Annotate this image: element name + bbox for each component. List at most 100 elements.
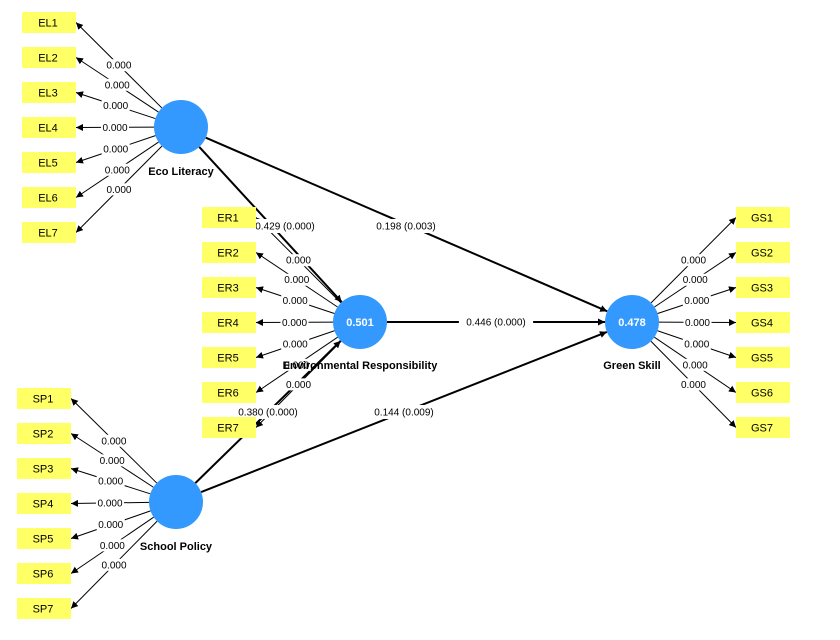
indicator-label-gs1: GS1	[751, 213, 773, 225]
indicator-box-er5[interactable]	[202, 347, 256, 368]
loading-label-el5: 0.000	[103, 145, 128, 156]
indicator-box-gs5[interactable]	[736, 347, 790, 368]
loading-label-bg	[101, 121, 130, 134]
construct-node-environmental-responsibility[interactable]	[333, 295, 387, 349]
indicator-box-gs1[interactable]	[736, 207, 790, 228]
loading-label-bg	[96, 475, 125, 488]
loading-label-el7: 0.000	[106, 185, 131, 196]
indicator-box-er2[interactable]	[202, 242, 256, 263]
construct-node-green-skill[interactable]	[605, 295, 659, 349]
path-coefficient-er-to-gs: 0.446 (0.000)	[466, 318, 526, 329]
loading-label-el1: 0.000	[106, 61, 131, 72]
loading-label-gs6: 0.000	[683, 360, 708, 371]
indicator-label-el5: EL5	[38, 158, 58, 170]
indicator-label-gs4: GS4	[751, 318, 773, 330]
loading-label-bg	[679, 378, 708, 391]
loading-label-sp1: 0.000	[101, 436, 126, 447]
indicator-box-el2[interactable]	[22, 47, 76, 68]
indicator-label-er3: ER3	[217, 283, 238, 295]
indicator-label-gs2: GS2	[751, 248, 773, 260]
indicator-label-sp4: SP4	[33, 499, 54, 511]
nodes-layer: EL1EL2EL3EL4EL5EL6EL7ER1ER2ER3ER4ER5ER6E…	[17, 12, 790, 619]
indicator-label-sp3: SP3	[33, 464, 54, 476]
loading-label-sp5: 0.000	[98, 520, 123, 531]
indicator-box-er6[interactable]	[202, 382, 256, 403]
loading-label-gs4: 0.000	[685, 318, 710, 329]
indicator-box-sp4[interactable]	[17, 493, 71, 514]
indicator-label-el1: EL1	[38, 18, 58, 30]
loading-label-gs5: 0.000	[684, 340, 709, 351]
loading-label-sp3: 0.000	[98, 477, 123, 488]
loading-label-bg	[101, 143, 130, 156]
indicator-box-er1[interactable]	[202, 207, 256, 228]
loading-label-gs3: 0.000	[684, 296, 709, 307]
indicator-box-gs3[interactable]	[736, 277, 790, 298]
indicator-label-er6: ER6	[217, 388, 238, 400]
loading-label-bg	[101, 99, 130, 112]
loading-label-er6: 0.000	[284, 360, 309, 371]
path-coefficient-sp-to-gs: 0.144 (0.009)	[374, 408, 434, 419]
construct-node-school-policy[interactable]	[149, 475, 203, 529]
indicator-box-gs7[interactable]	[736, 417, 790, 438]
loading-label-bg	[284, 254, 313, 267]
loading-label-bg	[284, 378, 313, 391]
construct-r2-green-skill: 0.478	[618, 317, 646, 329]
loading-label-bg	[281, 338, 310, 351]
indicator-box-el1[interactable]	[22, 12, 76, 33]
indicator-label-er4: ER4	[217, 318, 238, 330]
indicator-box-sp5[interactable]	[17, 528, 71, 549]
loading-label-bg	[281, 294, 310, 307]
loading-label-er7: 0.000	[286, 380, 311, 391]
loading-label-el3: 0.000	[103, 101, 128, 112]
loading-label-bg	[104, 183, 133, 196]
path-label-bg	[366, 405, 442, 419]
loading-label-gs1: 0.000	[681, 256, 706, 267]
loading-label-er5: 0.000	[283, 340, 308, 351]
indicator-box-el6[interactable]	[22, 187, 76, 208]
indicator-box-sp2[interactable]	[17, 423, 71, 444]
construct-name-eco-literacy: Eco Literacy	[148, 166, 214, 178]
loading-label-bg	[679, 254, 708, 267]
indicator-label-er2: ER2	[217, 248, 238, 260]
indicator-label-gs5: GS5	[751, 353, 773, 365]
indicator-box-sp7[interactable]	[17, 598, 71, 619]
path-label-bg	[458, 315, 534, 329]
loading-label-bg	[282, 358, 311, 371]
loading-label-sp7: 0.000	[102, 560, 127, 571]
indicator-box-sp1[interactable]	[17, 388, 71, 409]
indicator-label-gs7: GS7	[751, 423, 773, 435]
loading-label-sp2: 0.000	[100, 456, 125, 467]
loading-label-sp6: 0.000	[100, 541, 125, 552]
indicator-box-er7[interactable]	[202, 417, 256, 438]
construct-name-environmental-responsibility: Environmental Responsibility	[283, 360, 439, 372]
indicator-label-sp2: SP2	[33, 429, 54, 441]
construct-node-eco-literacy[interactable]	[154, 100, 208, 154]
indicator-box-sp6[interactable]	[17, 563, 71, 584]
indicator-box-er3[interactable]	[202, 277, 256, 298]
loading-label-bg	[683, 316, 712, 329]
loading-label-bg	[98, 539, 127, 552]
loading-label-el6: 0.000	[105, 165, 130, 176]
indicator-box-el4[interactable]	[22, 117, 76, 138]
indicator-box-el5[interactable]	[22, 152, 76, 173]
indicator-box-gs6[interactable]	[736, 382, 790, 403]
loading-label-bg	[99, 434, 128, 447]
path-label-bg	[368, 219, 444, 233]
indicator-box-er4[interactable]	[202, 312, 256, 333]
indicator-label-el7: EL7	[38, 228, 58, 240]
loading-label-er4: 0.000	[282, 318, 307, 329]
indicator-label-gs3: GS3	[751, 283, 773, 295]
indicator-box-gs2[interactable]	[736, 242, 790, 263]
indicator-box-gs4[interactable]	[736, 312, 790, 333]
loading-label-bg	[682, 338, 711, 351]
indicator-box-sp3[interactable]	[17, 458, 71, 479]
indicator-box-el7[interactable]	[22, 222, 76, 243]
loading-label-bg	[280, 316, 309, 329]
indicator-label-sp7: SP7	[33, 604, 54, 616]
loading-label-bg	[100, 558, 129, 571]
indicator-box-el3[interactable]	[22, 82, 76, 103]
indicator-label-er1: ER1	[217, 213, 238, 225]
indicator-label-sp5: SP5	[33, 534, 54, 546]
loading-label-bg	[681, 273, 710, 286]
loading-label-bg	[96, 496, 125, 509]
